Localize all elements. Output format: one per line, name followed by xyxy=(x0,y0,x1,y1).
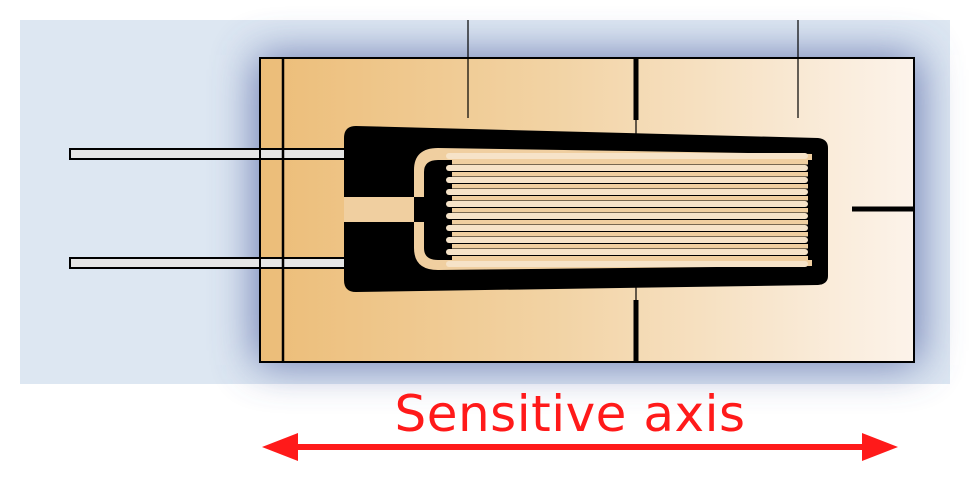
double-headed-arrow-icon xyxy=(262,433,898,461)
center-connection-marks xyxy=(422,204,444,215)
alignment-marks xyxy=(633,58,914,362)
sensitive-axis-label: Sensitive axis xyxy=(394,385,746,443)
serpentine-loops xyxy=(446,153,808,267)
foil-grid xyxy=(344,126,828,292)
